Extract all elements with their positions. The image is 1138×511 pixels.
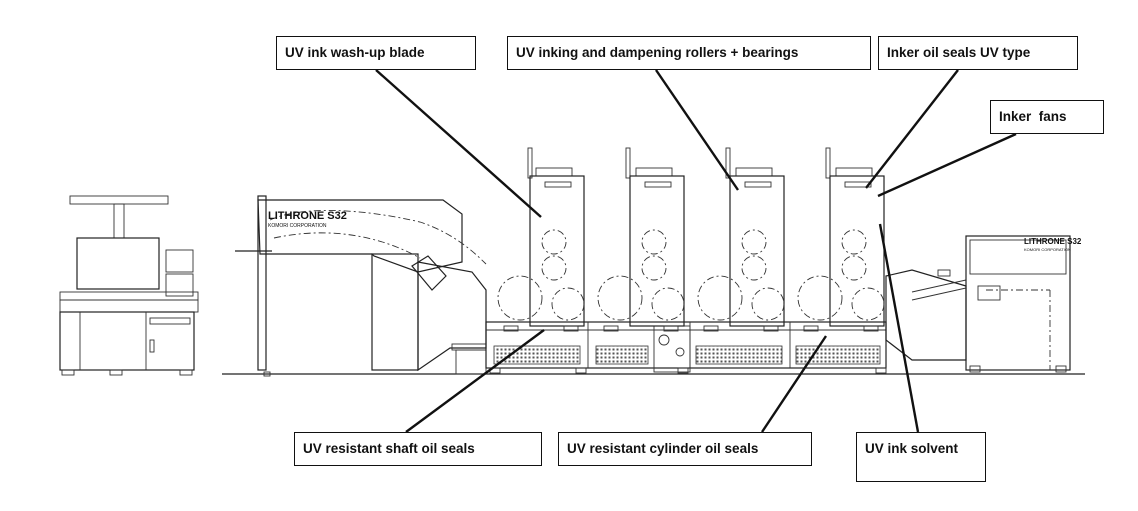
- printing-unit-4: [797, 147, 885, 332]
- feeder-unit: LITHRONE S32 KOMORI CORPORATION: [235, 195, 487, 377]
- leader-inker-fans: [877, 132, 1017, 198]
- delivery-brand-label: LITHRONE S32: [1024, 237, 1082, 246]
- callout-label: UV inking and dampening rollers + bearin…: [516, 45, 799, 60]
- printing-unit-1: [497, 147, 585, 332]
- leader-rollers-bearings: [655, 69, 739, 191]
- leader-shaft-oil-seals: [405, 329, 545, 433]
- delivery-brand-sublabel: KOMORI CORPORATION: [1024, 247, 1071, 252]
- callout-rollers-bearings: UV inking and dampening rollers + bearin…: [507, 36, 871, 70]
- callout-label: UV resistant shaft oil seals: [303, 441, 475, 456]
- press-base: [485, 321, 887, 374]
- callout-label: UV resistant cylinder oil seals: [567, 441, 759, 456]
- delivery-unit: LITHRONE S32 KOMORI CORPORATION: [885, 235, 1082, 373]
- control-console: [59, 195, 199, 376]
- callout-cylinder-oil-seals: UV resistant cylinder oil seals: [558, 432, 812, 466]
- callout-shaft-oil-seals: UV resistant shaft oil seals: [294, 432, 542, 466]
- callout-label: UV ink wash-up blade: [285, 45, 425, 60]
- feeder-brand-sublabel: KOMORI CORPORATION: [268, 223, 327, 229]
- printing-unit-3: [697, 147, 785, 332]
- printing-unit-2: [597, 147, 685, 332]
- leader-ink-solvent: [878, 223, 920, 433]
- callout-ink-solvent: UV ink solvent: [856, 432, 986, 482]
- leader-inker-oil-seals: [865, 69, 959, 189]
- feeder-brand-label: LITHRONE S32: [268, 210, 347, 222]
- leader-wash-up-blade: [375, 69, 542, 218]
- callout-label: Inker fans: [999, 109, 1067, 124]
- callout-label: Inker oil seals UV type: [887, 45, 1031, 60]
- callout-label: UV ink solvent: [865, 441, 959, 456]
- leader-cylinder-oil-seals: [761, 335, 827, 433]
- callout-wash-up-blade: UV ink wash-up blade: [276, 36, 476, 70]
- callout-inker-fans: Inker fans: [990, 100, 1104, 134]
- callout-inker-oil-seals: Inker oil seals UV type: [878, 36, 1078, 70]
